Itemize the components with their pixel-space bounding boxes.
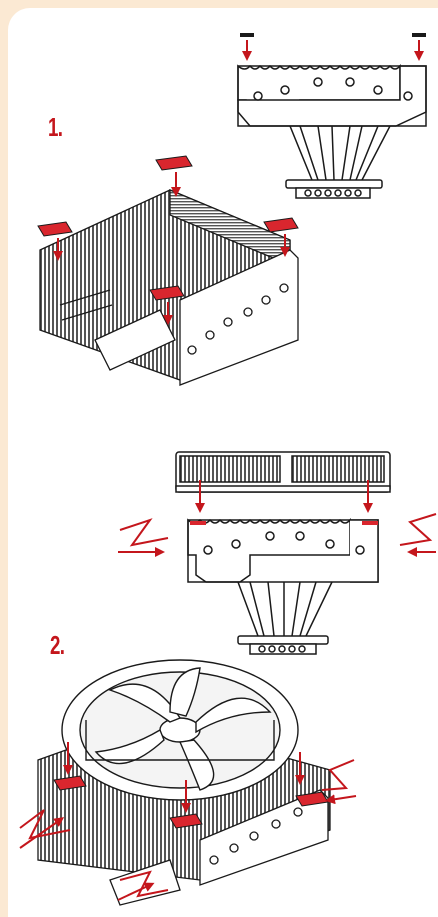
fan-front-view <box>175 451 391 493</box>
clip-icon <box>119 518 169 547</box>
thermal-pads-step1 <box>37 155 299 301</box>
thermal-pad-left <box>190 521 206 525</box>
thermal-pad-right <box>362 521 378 525</box>
heatsink-isometric-1 <box>39 189 299 386</box>
step-number-1: 1. <box>48 112 63 142</box>
thermal-pad-edge-right <box>412 33 426 37</box>
right-arrow-icon <box>19 817 65 849</box>
heatsink-side-view-2 <box>187 517 379 655</box>
fan-icon <box>61 659 299 801</box>
heatsink-side-view-1 <box>237 63 427 199</box>
step-number-2: 2. <box>50 630 65 660</box>
clip-icon <box>399 513 437 546</box>
right-arrow-icon <box>117 882 155 901</box>
left-arrow-icon <box>325 794 357 805</box>
thermal-pad-edge-left <box>240 33 254 37</box>
